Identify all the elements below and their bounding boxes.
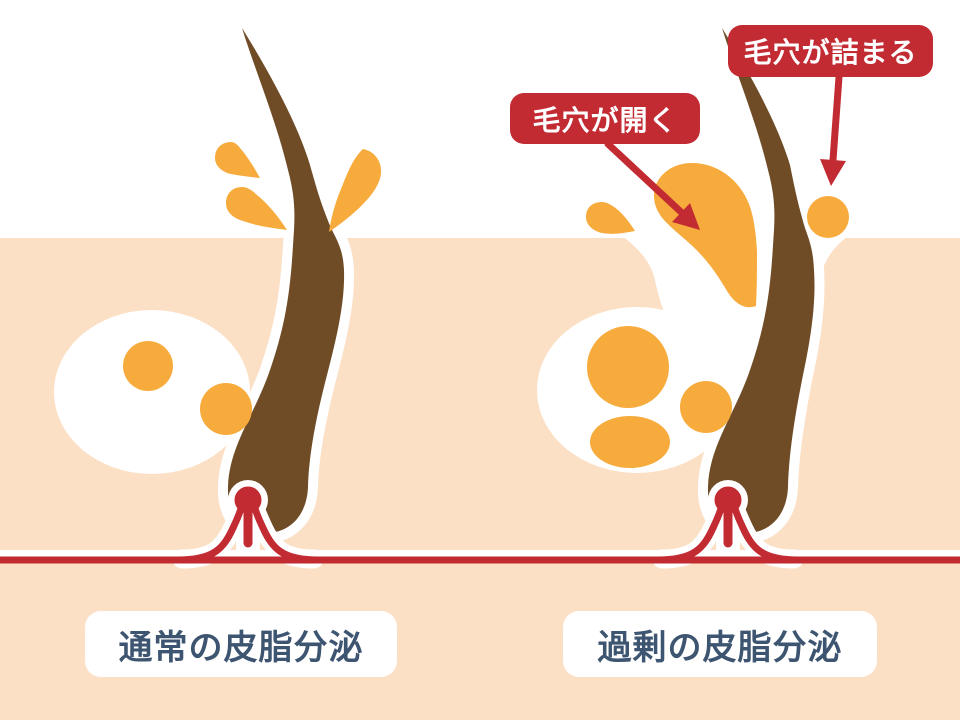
pore-open-arrow: [604, 140, 700, 230]
left-sebum-droplets: [215, 142, 382, 232]
right-hair-shaft: [707, 28, 815, 533]
sebum-droplet: [215, 142, 260, 178]
right-dermal-papilla: [654, 486, 802, 564]
right-gland-sebum: [587, 326, 732, 468]
left-dermal-papilla: [174, 486, 322, 564]
caption-normal-sebum: 通常の皮脂分泌: [85, 611, 397, 677]
left-hair-shaft: [227, 28, 345, 533]
clogged-pore-plug: [807, 196, 849, 238]
caption-normal-sebum-text: 通常の皮脂分泌: [118, 628, 364, 667]
caption-excess-sebum-text: 過剰の皮脂分泌: [597, 628, 843, 667]
label-pore-clogged: 毛穴が詰まる: [728, 25, 933, 77]
sebum-overflow-blob: [653, 163, 757, 308]
left-gland-sebum: [123, 341, 252, 435]
label-pore-open-text: 毛穴が開く: [532, 104, 678, 136]
sebum-droplet: [329, 149, 382, 232]
sebum-droplet: [586, 202, 635, 234]
label-pore-open: 毛穴が開く: [510, 93, 700, 144]
left-sebaceous-gland: [54, 310, 250, 474]
label-pore-clogged-text: 毛穴が詰まる: [743, 37, 918, 68]
sebum-droplet: [226, 187, 287, 230]
caption-excess-sebum: 過剰の皮脂分泌: [563, 611, 877, 677]
right-sebum-overflow: [586, 163, 849, 308]
pore-clogged-arrow: [820, 73, 846, 186]
